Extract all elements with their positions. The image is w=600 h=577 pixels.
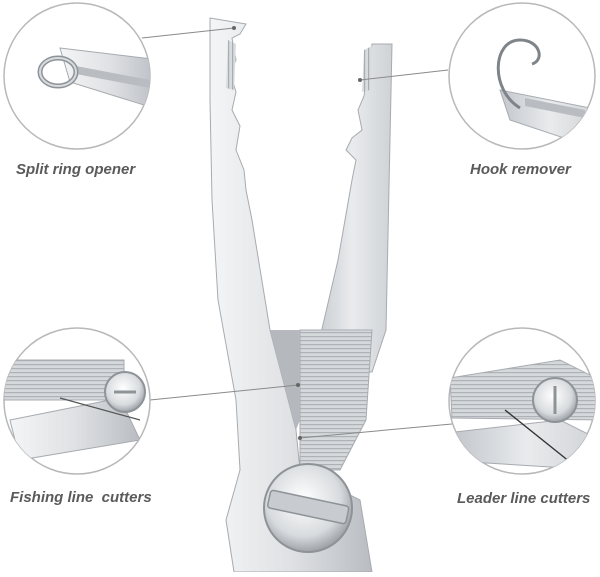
line-cutter-icon [3, 327, 151, 475]
pivot-screw [263, 463, 353, 553]
leader-cutter-icon [448, 327, 596, 475]
right-jaw [299, 43, 393, 471]
fish-hook-icon [448, 2, 596, 150]
left-jaw [209, 17, 373, 573]
hook-remover-label: Hook remover [470, 161, 571, 178]
leader-line-cutters-label: Leader line cutters [457, 490, 591, 507]
split-ring-opener-label: Split ring opener [16, 161, 136, 178]
split-ring-icon [3, 2, 151, 150]
fishing-line-cutters-label: Fishing line cutters [10, 489, 152, 506]
callout-lines [141, 27, 453, 439]
